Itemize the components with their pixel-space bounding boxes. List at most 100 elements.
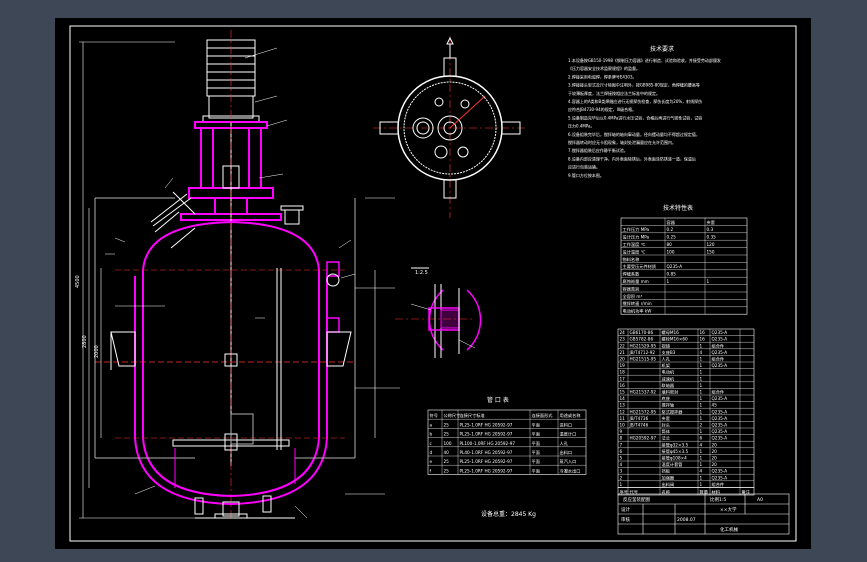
nozzle-flange-circle xyxy=(326,273,340,287)
top-nozzle xyxy=(434,145,448,159)
parts-footer-cell: 备注 xyxy=(742,488,751,495)
nozzle-top-right xyxy=(284,209,300,225)
parts-table-cell: HG21537-92 xyxy=(630,390,657,395)
nozzle-table-header: 用途或名称 xyxy=(560,412,581,419)
tech-table-cell: 150 xyxy=(707,249,715,254)
nozzle-table-cell: 蒸汽入口 xyxy=(560,458,577,465)
note-line: 8.设备内部应清理干净，内外表面除锈后，外表面涂防锈漆一道，保温后 xyxy=(568,155,696,161)
parts-table-cell: 联轴器 xyxy=(662,382,675,389)
lug-bottom xyxy=(443,179,457,199)
nozzle-table-cell: PL40-1.0RF HG 20592-97 xyxy=(460,450,513,455)
manhole-cover xyxy=(152,197,192,227)
tech-table-cell: 0.35 xyxy=(707,235,717,240)
nozzle-table-cell: 进料口 xyxy=(560,421,573,428)
parts-table-cell: 21 xyxy=(620,350,626,355)
parts-table-cell: 搅拌轴 xyxy=(662,402,675,409)
parts-table-cell: 1 xyxy=(700,409,703,414)
parts-table-cell: Q235-A xyxy=(712,337,728,342)
parts-table-cell: GB6170-86 xyxy=(630,330,654,335)
notes-body: 1.本设备按GB150-1998《钢制压力容器》进行制造、试验和验收，并接受劳动… xyxy=(568,57,721,178)
manhole-hinge xyxy=(172,191,196,215)
title-block xyxy=(617,493,790,535)
tech-table-header: 容器 xyxy=(667,219,676,226)
note-line: 1.本设备按GB150-1998《钢制压力容器》进行制造、试验和验收，并接受劳动… xyxy=(568,57,721,63)
parts-table-cell: 1 xyxy=(700,416,703,421)
parts-table-cell: HG21529-95 xyxy=(630,343,657,348)
nozzle-table-border xyxy=(427,409,587,475)
parts-table-cell: 1 xyxy=(700,462,703,467)
drawing-name: 反应釜装配图 xyxy=(623,496,650,503)
dim-total-height: 4500 xyxy=(75,275,81,288)
tech-table-cell: 设计温度 ℃ xyxy=(623,248,646,255)
parts-table-cell: JB/T4712-92 xyxy=(629,350,656,355)
dim-texts: 4500 2800 2000 xyxy=(75,275,100,358)
tech-table-cell: 物料名称 xyxy=(623,256,640,263)
nozzle-table-cell: d xyxy=(430,450,433,455)
nozzle-table-cell: 冷凝水出口 xyxy=(560,467,581,474)
nozzle-side xyxy=(326,261,340,277)
parts-table-cell: 20 xyxy=(712,449,718,454)
support-lug-right xyxy=(326,331,352,367)
manhole-neck xyxy=(154,211,180,233)
nozzle-table-cell: 人孔 xyxy=(560,440,569,447)
parts-table-cell: 4 xyxy=(700,442,703,447)
parts-table-cell: 封头 xyxy=(662,422,670,429)
tech-table-cell: 电动机功率 kW xyxy=(623,308,652,315)
technical-notes: 技术要求 1.本设备按GB150-1998《钢制压力容器》进行制造、试验和验收，… xyxy=(568,45,721,178)
parts-table-cell: 夹套 xyxy=(662,415,671,422)
top-nozzle xyxy=(457,146,469,158)
nozzle-table-cell: PL25-1.0RF HG 20592-97 xyxy=(460,422,513,427)
vessel-elevation xyxy=(79,30,400,519)
tech-table-border xyxy=(620,217,748,315)
top-nozzle xyxy=(460,99,470,109)
nozzle-table-cell: PL100-1.0RF HG 20592-97 xyxy=(460,441,516,446)
parts-table-cell: 法兰 xyxy=(662,435,670,442)
nozzle-table-cell: 平面 xyxy=(532,441,540,447)
tech-table-cell: 搅拌转速 r/min xyxy=(623,300,652,307)
tech-table-cell: 工作温度 ℃ xyxy=(623,241,646,248)
top-view xyxy=(373,36,527,218)
tech-table-cell: 1 xyxy=(707,279,710,284)
parts-table-cell: 16 xyxy=(700,330,706,335)
parts-table-cell: 支座B3 xyxy=(662,349,676,356)
top-nozzle xyxy=(434,97,444,107)
drawing-scale: 比例1:5 xyxy=(710,496,726,503)
parts-table-cell: 14 xyxy=(620,396,626,401)
parts-footer-cell: 材料 xyxy=(712,488,721,495)
drawing-checker: 审核 xyxy=(621,516,630,523)
top-manhole-inner xyxy=(416,121,430,135)
lug-left xyxy=(379,121,399,135)
dim-jacket: 2000 xyxy=(94,345,100,358)
parts-table-cell: 18 xyxy=(620,370,626,375)
note-line: 4.容器上的A类和B类焊缝应进行无损探伤检查，探伤长度为20%，射线探伤 xyxy=(568,98,702,104)
parts-table-cell: 4 xyxy=(620,462,623,467)
outer-frame xyxy=(69,25,797,542)
parts-footer-cell: 代号 xyxy=(630,488,638,495)
parts-table-cell: 15 xyxy=(620,390,626,395)
parts-table-cell: 1 xyxy=(700,370,703,375)
support-lug-left xyxy=(110,331,136,370)
detail-leader xyxy=(410,303,432,311)
parts-table-cell: 20 xyxy=(620,357,626,362)
parts-table-cell: 1 xyxy=(700,449,703,454)
parts-table-cell: 视镜 xyxy=(662,342,671,349)
tech-table-cell: 80 xyxy=(667,242,673,247)
nozzle-table-cell: 出料口 xyxy=(560,449,573,456)
parts-table-cell: 13 xyxy=(620,403,626,408)
parts-table-cell: 3 xyxy=(620,469,623,474)
parts-table-cell: Q235-A xyxy=(712,429,728,434)
nozzle-table-cell: 25 xyxy=(444,422,450,427)
parts-footer-border xyxy=(617,487,755,496)
parts-table-cell: 23 xyxy=(620,337,626,342)
parts-table-cell: Q235-A xyxy=(712,350,728,355)
parts-table-cell: 2 xyxy=(620,475,623,480)
parts-table-cell: 筒体 xyxy=(662,428,671,435)
parts-table-cell: 螺栓M16×60 xyxy=(662,336,688,343)
parts-footer-cell: 名称 xyxy=(662,488,670,495)
note-line: 于较薄板厚度，法兰焊接按相应法兰标准中的规定。 xyxy=(568,90,660,96)
tech-table-cell: 主要受压元件材质 xyxy=(623,263,657,270)
nozzle-table-cell: 温度计口 xyxy=(560,431,577,438)
parts-table-cell: 1 xyxy=(700,363,703,368)
